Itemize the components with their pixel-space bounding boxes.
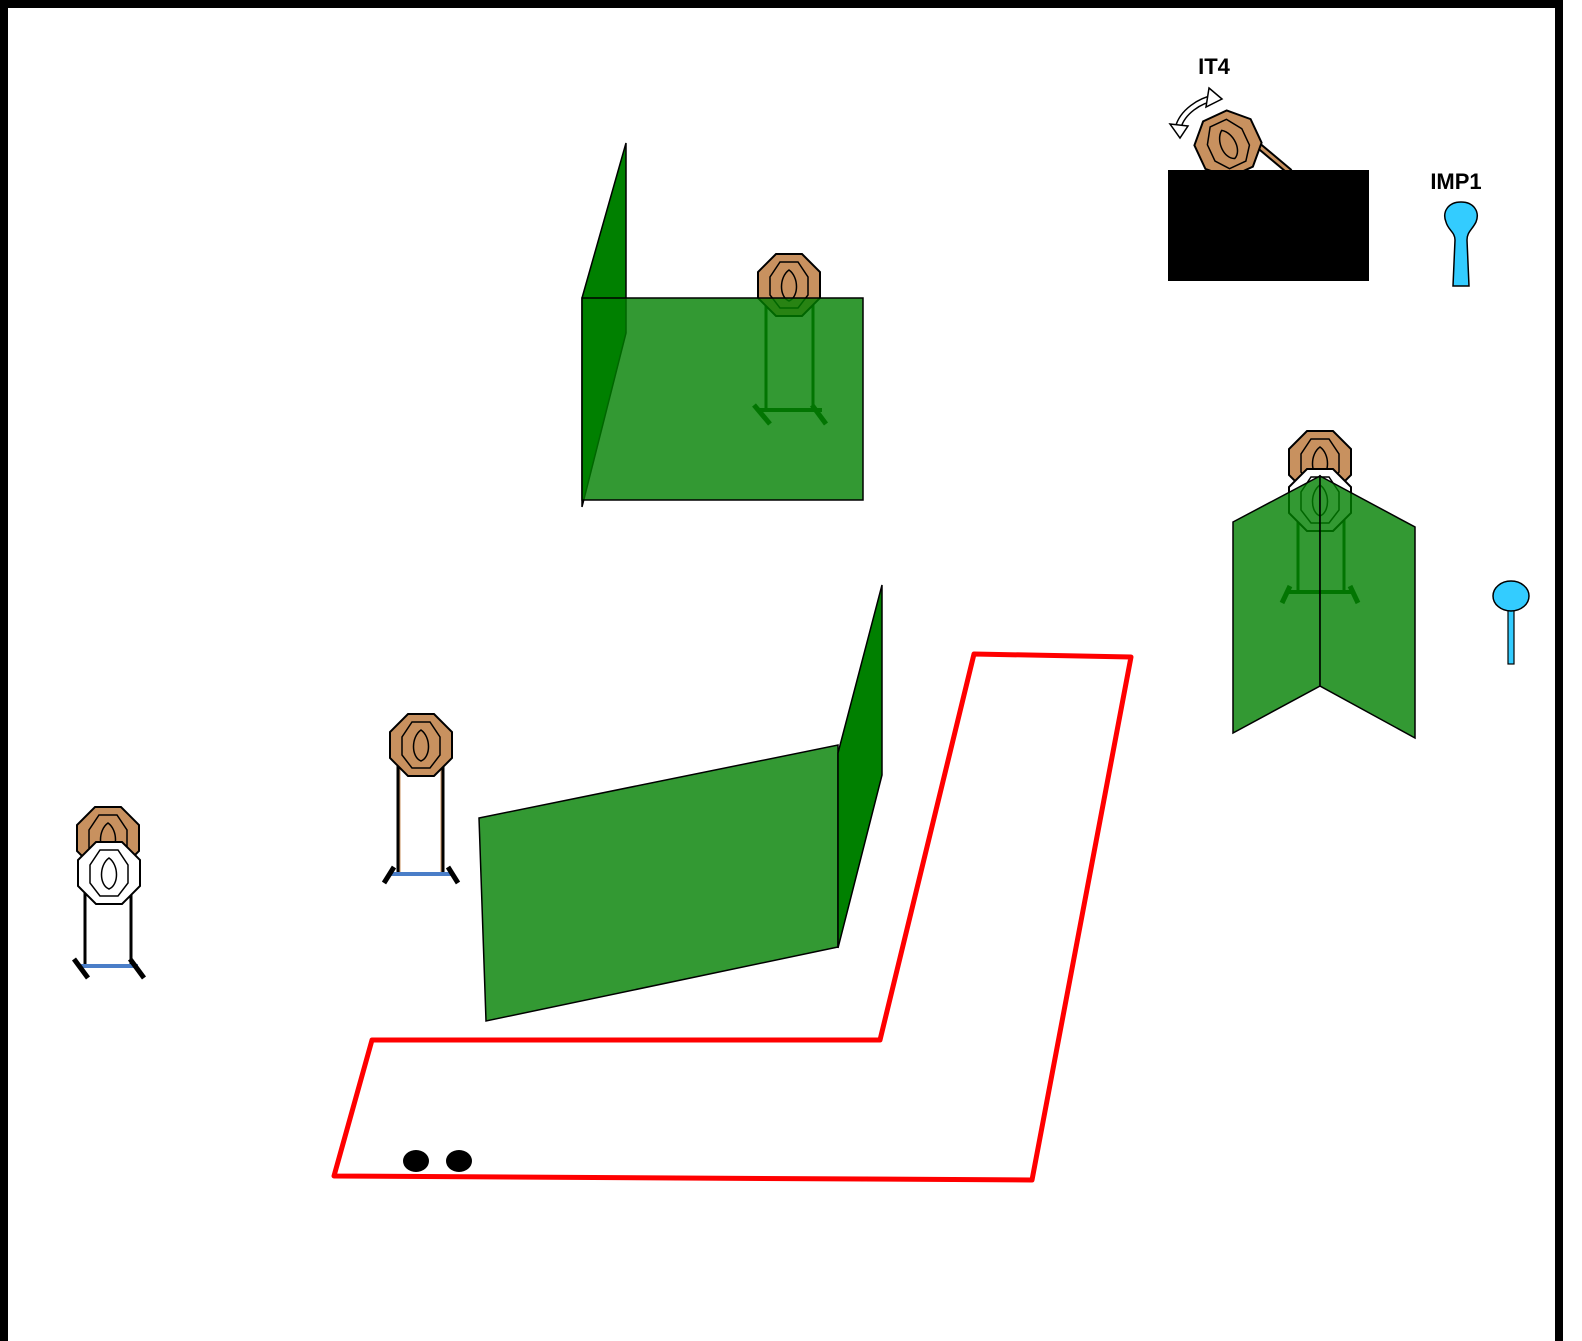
rotate-arrow-icon — [1168, 86, 1224, 140]
it4-label: IT4 — [1198, 54, 1231, 79]
imp1-label: IMP1 — [1430, 169, 1481, 194]
imp1-popper-icon — [1444, 201, 1478, 287]
barrel-black-block — [1168, 170, 1369, 281]
right-popper-plate — [1492, 580, 1530, 612]
far-left-nonthreat-target — [77, 841, 141, 905]
lower-wall-front-panel — [478, 744, 839, 1022]
footprint-marker-icon — [403, 1150, 472, 1172]
right-popper-post — [1507, 607, 1515, 665]
lower-wall-group — [478, 584, 883, 1022]
it4-group: IT4 — [1168, 54, 1369, 281]
far-left-target-group — [71, 806, 147, 980]
right-vwall-left-panel — [1232, 474, 1321, 735]
upper-wall-front-panel — [581, 297, 864, 501]
shooting-area-fault-line — [331, 651, 1134, 1183]
upper-wall-group — [581, 142, 864, 508]
lower-wall-side-panel — [837, 584, 883, 949]
mid-left-target-group — [381, 713, 461, 885]
right-vwall-right-panel — [1319, 474, 1416, 740]
imp1-group: IMP1 — [1430, 169, 1482, 287]
right-popper-group — [1492, 580, 1530, 665]
right-vwall-group — [1232, 430, 1416, 740]
mid-left-cardboard-target — [389, 713, 453, 777]
